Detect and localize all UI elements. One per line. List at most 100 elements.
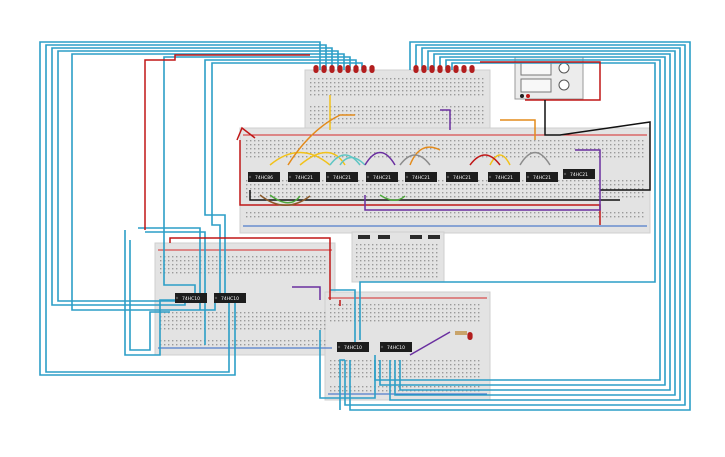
wire-black[interactable] [249, 190, 620, 201]
led[interactable] [437, 65, 443, 73]
chip-label: 74HC21 [495, 175, 513, 181]
wire-blue[interactable] [359, 62, 656, 340]
breadboard-hole [362, 152, 364, 154]
wire-green[interactable] [269, 194, 301, 204]
led[interactable] [353, 65, 359, 73]
ic-chip-u13[interactable]: 74HC10 [380, 342, 412, 352]
wire-blue[interactable] [129, 240, 170, 351]
wire-blue[interactable] [39, 41, 321, 376]
supply-terminal-black[interactable] [520, 94, 524, 98]
wire-red[interactable] [469, 154, 501, 166]
breadboard-top-upper[interactable] [304, 69, 491, 131]
wire-purple[interactable] [364, 151, 396, 166]
resistor[interactable] [455, 331, 467, 335]
led[interactable] [467, 332, 473, 340]
ic-chip-u7[interactable]: 74HC21 [488, 172, 520, 182]
wire-blue[interactable] [389, 47, 681, 401]
wire-purple[interactable] [440, 109, 451, 130]
wire-purple[interactable] [292, 286, 321, 300]
wire-purple[interactable] [364, 149, 601, 211]
wire-blue[interactable] [138, 227, 201, 310]
breadboard-hole [422, 118, 424, 120]
breadboard-hole [382, 360, 384, 362]
led[interactable] [413, 65, 419, 73]
led[interactable] [429, 65, 435, 73]
ic-chip-u10[interactable]: 74HC10 [175, 293, 207, 303]
breadboard-hole [284, 268, 286, 270]
wire-blue[interactable] [319, 330, 376, 399]
wire-blue[interactable] [330, 289, 356, 345]
wire-purple[interactable] [409, 331, 451, 356]
breadboard-hole [184, 324, 186, 326]
breadboard-hole [598, 156, 600, 158]
resistor[interactable] [410, 235, 422, 239]
wire-grey[interactable] [399, 154, 431, 166]
led[interactable] [445, 65, 451, 73]
wire-grey[interactable] [519, 151, 551, 166]
led[interactable] [329, 65, 335, 73]
breadboard-hole [398, 376, 400, 378]
resistor[interactable] [378, 235, 390, 239]
supply-knob-top[interactable] [558, 62, 570, 74]
breadboard-hole [446, 156, 448, 158]
led[interactable] [361, 65, 367, 73]
led[interactable] [345, 65, 351, 73]
supply-knob-bottom[interactable] [558, 79, 570, 91]
wire-red[interactable] [169, 237, 331, 300]
wire-orange[interactable] [409, 146, 441, 166]
led[interactable] [321, 65, 327, 73]
resistor[interactable] [358, 235, 370, 239]
breadboard-hole [474, 312, 476, 314]
wire-teal[interactable] [339, 156, 366, 166]
led[interactable] [469, 65, 475, 73]
wire-yellow[interactable] [489, 154, 511, 166]
ic-chip-u9[interactable]: 74HC21 [563, 169, 595, 179]
power-supply[interactable] [514, 56, 584, 100]
wire-red[interactable] [480, 61, 601, 101]
breadboard-hole [266, 152, 268, 154]
led[interactable] [313, 65, 319, 73]
ic-chip-u2[interactable]: 74HC21 [288, 172, 320, 182]
wire-blue[interactable] [45, 44, 327, 373]
breadboard-hole [642, 212, 644, 214]
wire-blue[interactable] [379, 56, 666, 386]
breadboard-hole [438, 196, 440, 198]
ic-chip-u8[interactable]: 74HC21 [526, 172, 558, 182]
wire-blue[interactable] [339, 359, 345, 410]
wire-blue[interactable] [124, 230, 180, 356]
ic-chip-u4[interactable]: 74HC21 [366, 172, 398, 182]
breadboard-hole [256, 328, 258, 330]
breadboard-hole [366, 308, 368, 310]
ic-chip-u11[interactable]: 74HC10 [214, 293, 246, 303]
breadboard-hole [466, 196, 468, 198]
supply-terminal-red[interactable] [526, 94, 530, 98]
wire-orange[interactable] [287, 114, 355, 166]
ic-chip-u5[interactable]: 74HC21 [405, 172, 437, 182]
ic-chip-u3[interactable]: 74HC21 [326, 172, 358, 182]
wire-blue[interactable] [349, 41, 691, 411]
led[interactable] [369, 65, 375, 73]
wire-brown[interactable] [259, 194, 311, 206]
wire-yellow[interactable] [269, 151, 331, 166]
led[interactable] [453, 65, 459, 73]
breadboard-center-small[interactable] [351, 231, 445, 283]
wire-blue[interactable] [145, 231, 206, 345]
wire-blue[interactable] [204, 59, 357, 300]
wire-black[interactable] [544, 100, 651, 191]
wire-blue[interactable] [394, 50, 676, 396]
wire-blue[interactable] [163, 56, 351, 300]
led[interactable] [421, 65, 427, 73]
ic-chip-u6[interactable]: 74HC21 [446, 172, 478, 182]
led[interactable] [461, 65, 467, 73]
led[interactable] [337, 65, 343, 73]
ic-chip-u12[interactable]: 74HC10 [337, 342, 369, 352]
breadboard-hole [558, 196, 560, 198]
wire-orange[interactable] [500, 119, 536, 140]
resistor[interactable] [428, 235, 440, 239]
wire-red[interactable] [144, 54, 310, 230]
wire-red[interactable] [236, 126, 256, 141]
wire-green[interactable] [379, 194, 406, 201]
wire-red[interactable] [239, 140, 601, 225]
ic-chip-u1[interactable]: 74HC86 [248, 172, 280, 182]
wire-teal[interactable] [329, 154, 361, 166]
